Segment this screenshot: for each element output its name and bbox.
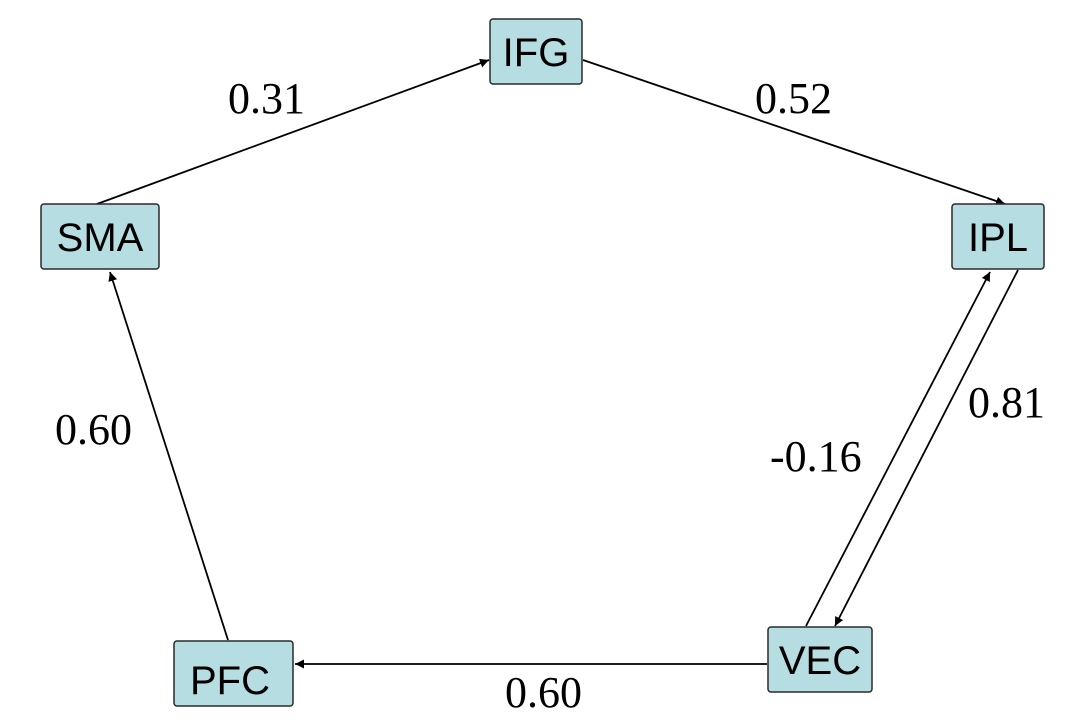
node-label-ifg: IFG <box>503 31 570 75</box>
node-ifg: IFG <box>489 18 583 85</box>
node-ipl: IPL <box>951 203 1045 270</box>
node-label-pfc: PFC <box>190 659 270 703</box>
edge-label-ifg-to-ipl: 0.52 <box>755 74 832 123</box>
node-vec: VEC <box>767 626 873 693</box>
node-label-ipl: IPL <box>968 216 1028 260</box>
edge-ifg-to-ipl <box>582 59 1006 206</box>
edge-sma-to-ifg <box>96 58 490 205</box>
edge-label-pfc-to-sma: 0.60 <box>55 405 132 454</box>
node-pfc: PFC <box>173 640 294 707</box>
edge-ipl-to-vec <box>834 269 1019 627</box>
node-label-sma: SMA <box>57 216 144 260</box>
node-sma: SMA <box>40 203 160 270</box>
edge-vec-to-ipl <box>805 271 991 627</box>
node-label-vec: VEC <box>779 639 861 683</box>
edge-label-vec-to-ipl: -0.16 <box>770 432 862 481</box>
edge-label-ipl-to-vec: 0.81 <box>968 378 1045 427</box>
edge-pfc-to-sma <box>108 271 229 641</box>
edge-label-sma-to-ifg: 0.31 <box>228 74 305 123</box>
edge-label-vec-to-pfc: 0.60 <box>505 668 582 717</box>
